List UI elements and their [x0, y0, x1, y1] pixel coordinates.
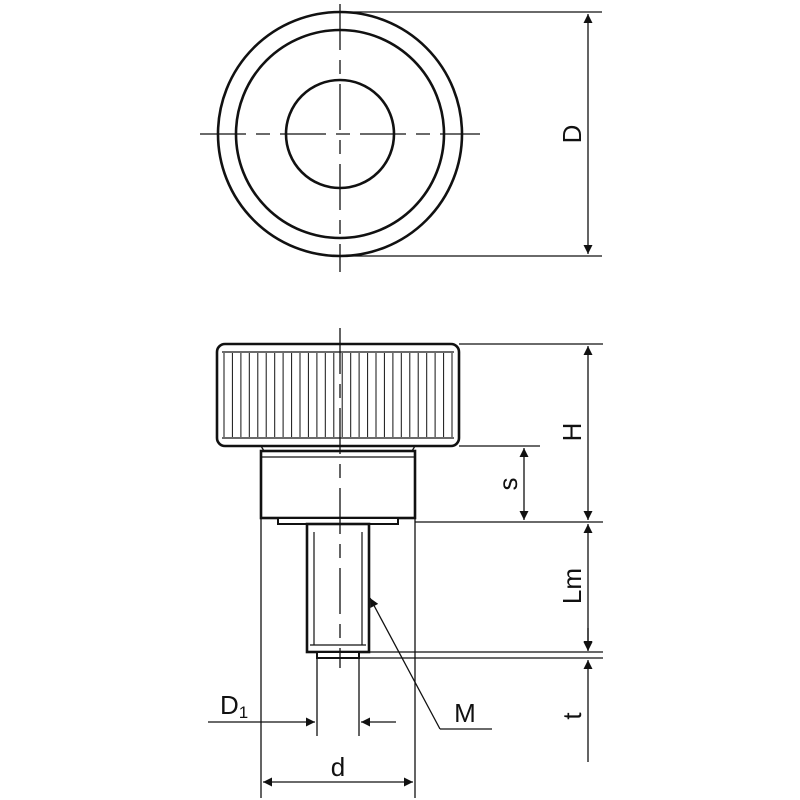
top-view-centerlines	[200, 4, 480, 272]
label-Lm: Lm	[557, 568, 587, 604]
shoulder	[259, 445, 417, 520]
threaded-stud	[305, 522, 371, 659]
dimension-D	[340, 11, 602, 257]
shoulder-chamfer-left	[260, 445, 265, 452]
label-H: H	[557, 423, 587, 442]
shoulder-outline	[259, 449, 417, 520]
label-D1-subscript: 1	[239, 703, 248, 722]
label-t: t	[557, 712, 587, 720]
label-M: M	[454, 698, 476, 728]
leader-M	[369, 597, 441, 730]
stud-outline	[305, 522, 371, 654]
label-D1-main: D	[220, 690, 239, 720]
bottom-dimensions	[208, 518, 492, 798]
knurled-head	[215, 342, 461, 448]
head-outline	[215, 342, 461, 448]
right-dimensions	[359, 343, 603, 762]
label-s: s	[493, 478, 523, 491]
shoulder-chamfer-right	[411, 445, 416, 452]
label-D: D	[557, 125, 587, 144]
label-d: d	[331, 752, 345, 782]
stud-tip	[316, 651, 360, 659]
knurl-ridges	[223, 353, 453, 437]
label-D1: D1	[220, 690, 248, 722]
